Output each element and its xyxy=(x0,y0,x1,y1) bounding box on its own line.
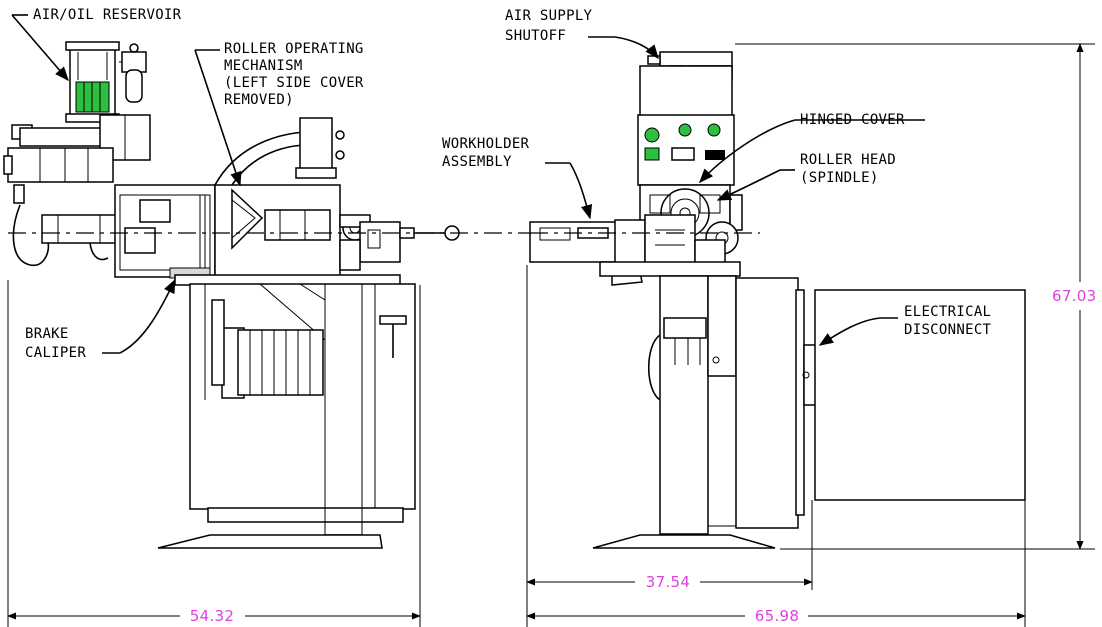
right-machine-view xyxy=(529,51,1026,549)
dimension-left-width: 54.32 xyxy=(190,607,234,625)
dimension-right-width: 65.98 xyxy=(755,607,799,625)
left-base-cabinet xyxy=(157,283,416,549)
dimension-lines xyxy=(7,43,1095,627)
control-box xyxy=(637,65,735,186)
electrical-panel-outline xyxy=(814,289,1026,501)
dimension-height: 67.03 xyxy=(1052,287,1096,305)
label-roller-mech-line4: REMOVED) xyxy=(224,92,294,108)
label-roller-mech-line3: (LEFT SIDE COVER xyxy=(224,75,364,91)
right-table xyxy=(599,261,741,277)
workholder xyxy=(529,214,726,286)
drive-motor xyxy=(211,299,324,399)
label-air-oil-reservoir: AIR/OIL RESERVOIR xyxy=(33,7,182,23)
left-machine-view xyxy=(3,41,540,549)
dimension-values: 54.32 37.54 65.98 67.03 xyxy=(190,287,1096,625)
air-regulator xyxy=(119,43,147,103)
label-roller-head-line2: (SPINDLE) xyxy=(800,170,879,186)
dimension-right-partial: 37.54 xyxy=(646,573,690,591)
callout-labels: AIR/OIL RESERVOIR ROLLER OPERATING MECHA… xyxy=(25,7,992,361)
label-air-supply-line2: SHUTOFF xyxy=(505,28,566,44)
left-spindle xyxy=(339,214,460,271)
main-housing xyxy=(114,130,341,279)
label-electrical-line1: ELECTRICAL xyxy=(904,304,991,320)
label-workholder-line1: WORKHOLDER xyxy=(442,136,530,152)
air-oil-reservoir xyxy=(65,41,120,123)
label-electrical-line2: DISCONNECT xyxy=(904,322,992,338)
right-column xyxy=(592,275,776,549)
label-workholder-line2: ASSEMBLY xyxy=(442,154,512,170)
label-air-supply-line1: AIR SUPPLY xyxy=(505,8,593,24)
lower-cylinder xyxy=(12,204,118,267)
label-roller-mech-line2: MECHANISM xyxy=(224,58,303,74)
right-cabinet xyxy=(735,277,817,529)
label-hinged-cover: HINGED COVER xyxy=(800,112,905,128)
label-brake-line1: BRAKE xyxy=(25,326,69,342)
label-roller-head-line1: ROLLER HEAD xyxy=(800,152,896,168)
label-brake-line2: CALIPER xyxy=(25,345,86,361)
upper-cylinder xyxy=(3,114,151,204)
label-roller-mech-line1: ROLLER OPERATING xyxy=(224,41,364,57)
top-control-box xyxy=(295,117,345,179)
callout-leaders xyxy=(11,14,925,354)
